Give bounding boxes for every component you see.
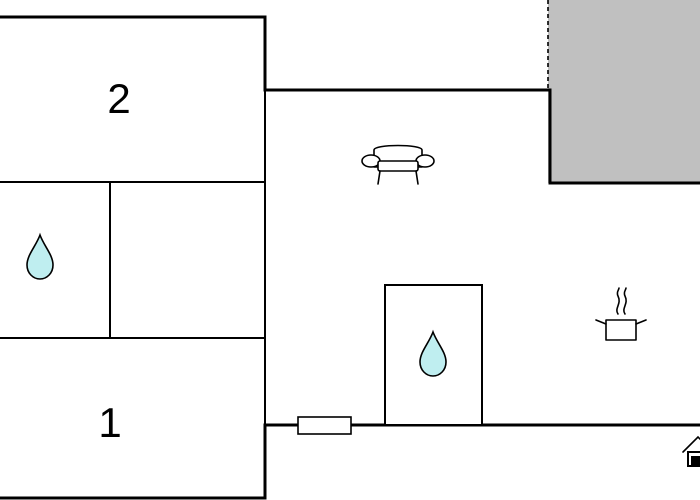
window <box>297 416 352 435</box>
room-label-1: 1 <box>98 399 121 446</box>
water-drop-icon <box>26 232 54 280</box>
interior-walls <box>0 90 266 425</box>
cooking-pot-icon <box>595 287 647 341</box>
house-entrance-icon <box>682 435 700 467</box>
room-label-2: 2 <box>107 75 130 122</box>
water-drop-icon <box>419 329 447 377</box>
bathroom-center <box>384 284 483 426</box>
sofa-icon <box>361 144 435 185</box>
terrace-area <box>547 0 700 183</box>
